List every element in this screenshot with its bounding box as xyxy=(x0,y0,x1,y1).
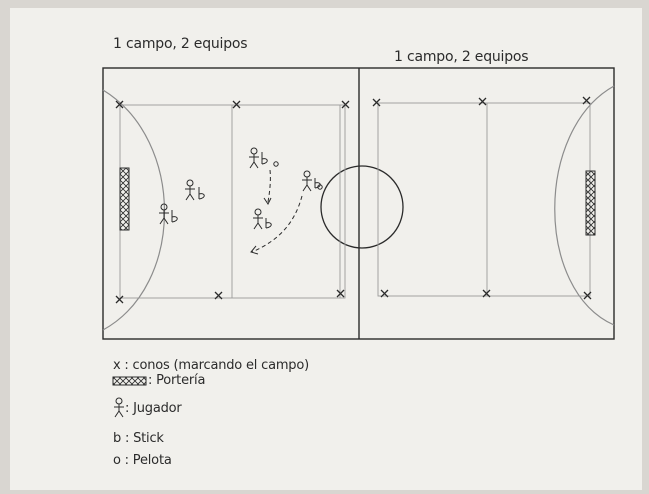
right-goal-area-arc xyxy=(554,85,615,326)
legend-ball: o : Pelota xyxy=(113,453,172,468)
left-goal-icon xyxy=(119,167,130,231)
legend-goal-icon xyxy=(112,376,147,386)
paper-sheet xyxy=(10,8,642,490)
cone-icon xyxy=(583,291,592,300)
legend-stick: b : Stick xyxy=(113,431,164,446)
player-icon xyxy=(159,203,178,225)
players xyxy=(159,147,323,230)
cone-icon xyxy=(214,291,223,300)
legend-goal: : Portería xyxy=(148,373,206,388)
legend-player: : Jugador xyxy=(125,401,182,416)
right-cone-field xyxy=(377,102,591,297)
pass-arrow xyxy=(251,195,303,253)
player-icon xyxy=(302,170,323,192)
right-field-caption: 1 campo, 2 equipos xyxy=(394,49,529,65)
cones xyxy=(115,96,592,304)
cone-icon xyxy=(478,97,487,106)
cone-icon xyxy=(115,295,124,304)
legend-cones: x : conos (marcando el campo) xyxy=(113,358,309,373)
cone-icon xyxy=(582,96,591,105)
player-icon xyxy=(185,179,205,201)
cone-icon xyxy=(336,289,345,298)
player-icon xyxy=(249,147,279,169)
cone-icon xyxy=(380,289,389,298)
right-goal-icon xyxy=(585,170,596,236)
cone-icon xyxy=(482,289,491,298)
cone-icon xyxy=(115,100,124,109)
player-icon xyxy=(253,208,272,230)
cone-icon xyxy=(341,100,350,109)
cone-icon xyxy=(372,98,381,107)
pass-arrow xyxy=(267,169,271,203)
left-goal-area-arc xyxy=(102,89,165,331)
center-circle xyxy=(320,165,404,249)
cone-icon xyxy=(232,100,241,109)
legend-player-icon xyxy=(114,397,124,418)
left-field-caption: 1 campo, 2 equipos xyxy=(113,36,248,52)
